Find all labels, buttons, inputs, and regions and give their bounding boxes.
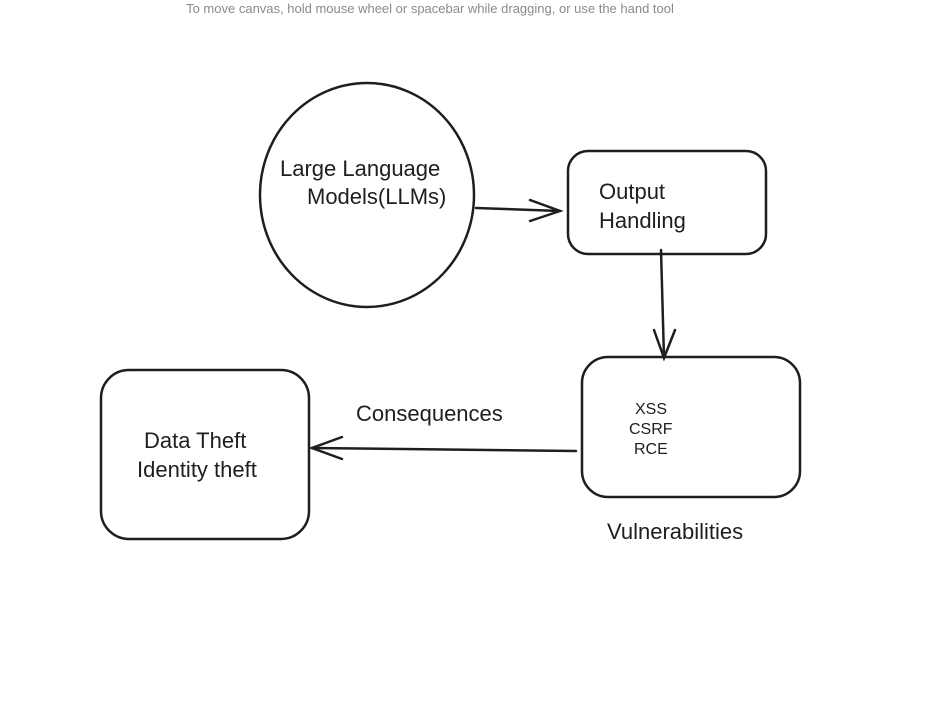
vuln-xss: XSS (635, 401, 667, 418)
llm-label-2: Models(LLMs) (307, 184, 446, 209)
consequences-label: Consequences (356, 401, 503, 426)
canvas-hint: To move canvas, hold mouse wheel or spac… (186, 1, 674, 16)
llm-node[interactable] (258, 81, 476, 309)
theft-label-1: Data Theft (144, 428, 246, 453)
output-label-2: Handling (599, 208, 686, 233)
vulnerabilities-node[interactable] (580, 355, 802, 499)
arrow-llm-to-output[interactable] (474, 198, 564, 223)
theft-label-2: Identity theft (137, 457, 257, 482)
vulnerabilities-label: Vulnerabilities (607, 519, 743, 544)
llm-label-1: Large Language (280, 156, 440, 181)
vuln-rce: RCE (634, 441, 668, 458)
vuln-csrf: CSRF (629, 421, 673, 438)
output-handling-node[interactable] (566, 149, 768, 256)
output-label-1: Output (599, 179, 665, 204)
consequences-node[interactable] (99, 368, 311, 541)
arrow-vulns-to-consequences[interactable] (308, 435, 578, 461)
arrow-output-to-vulns[interactable] (652, 248, 677, 362)
